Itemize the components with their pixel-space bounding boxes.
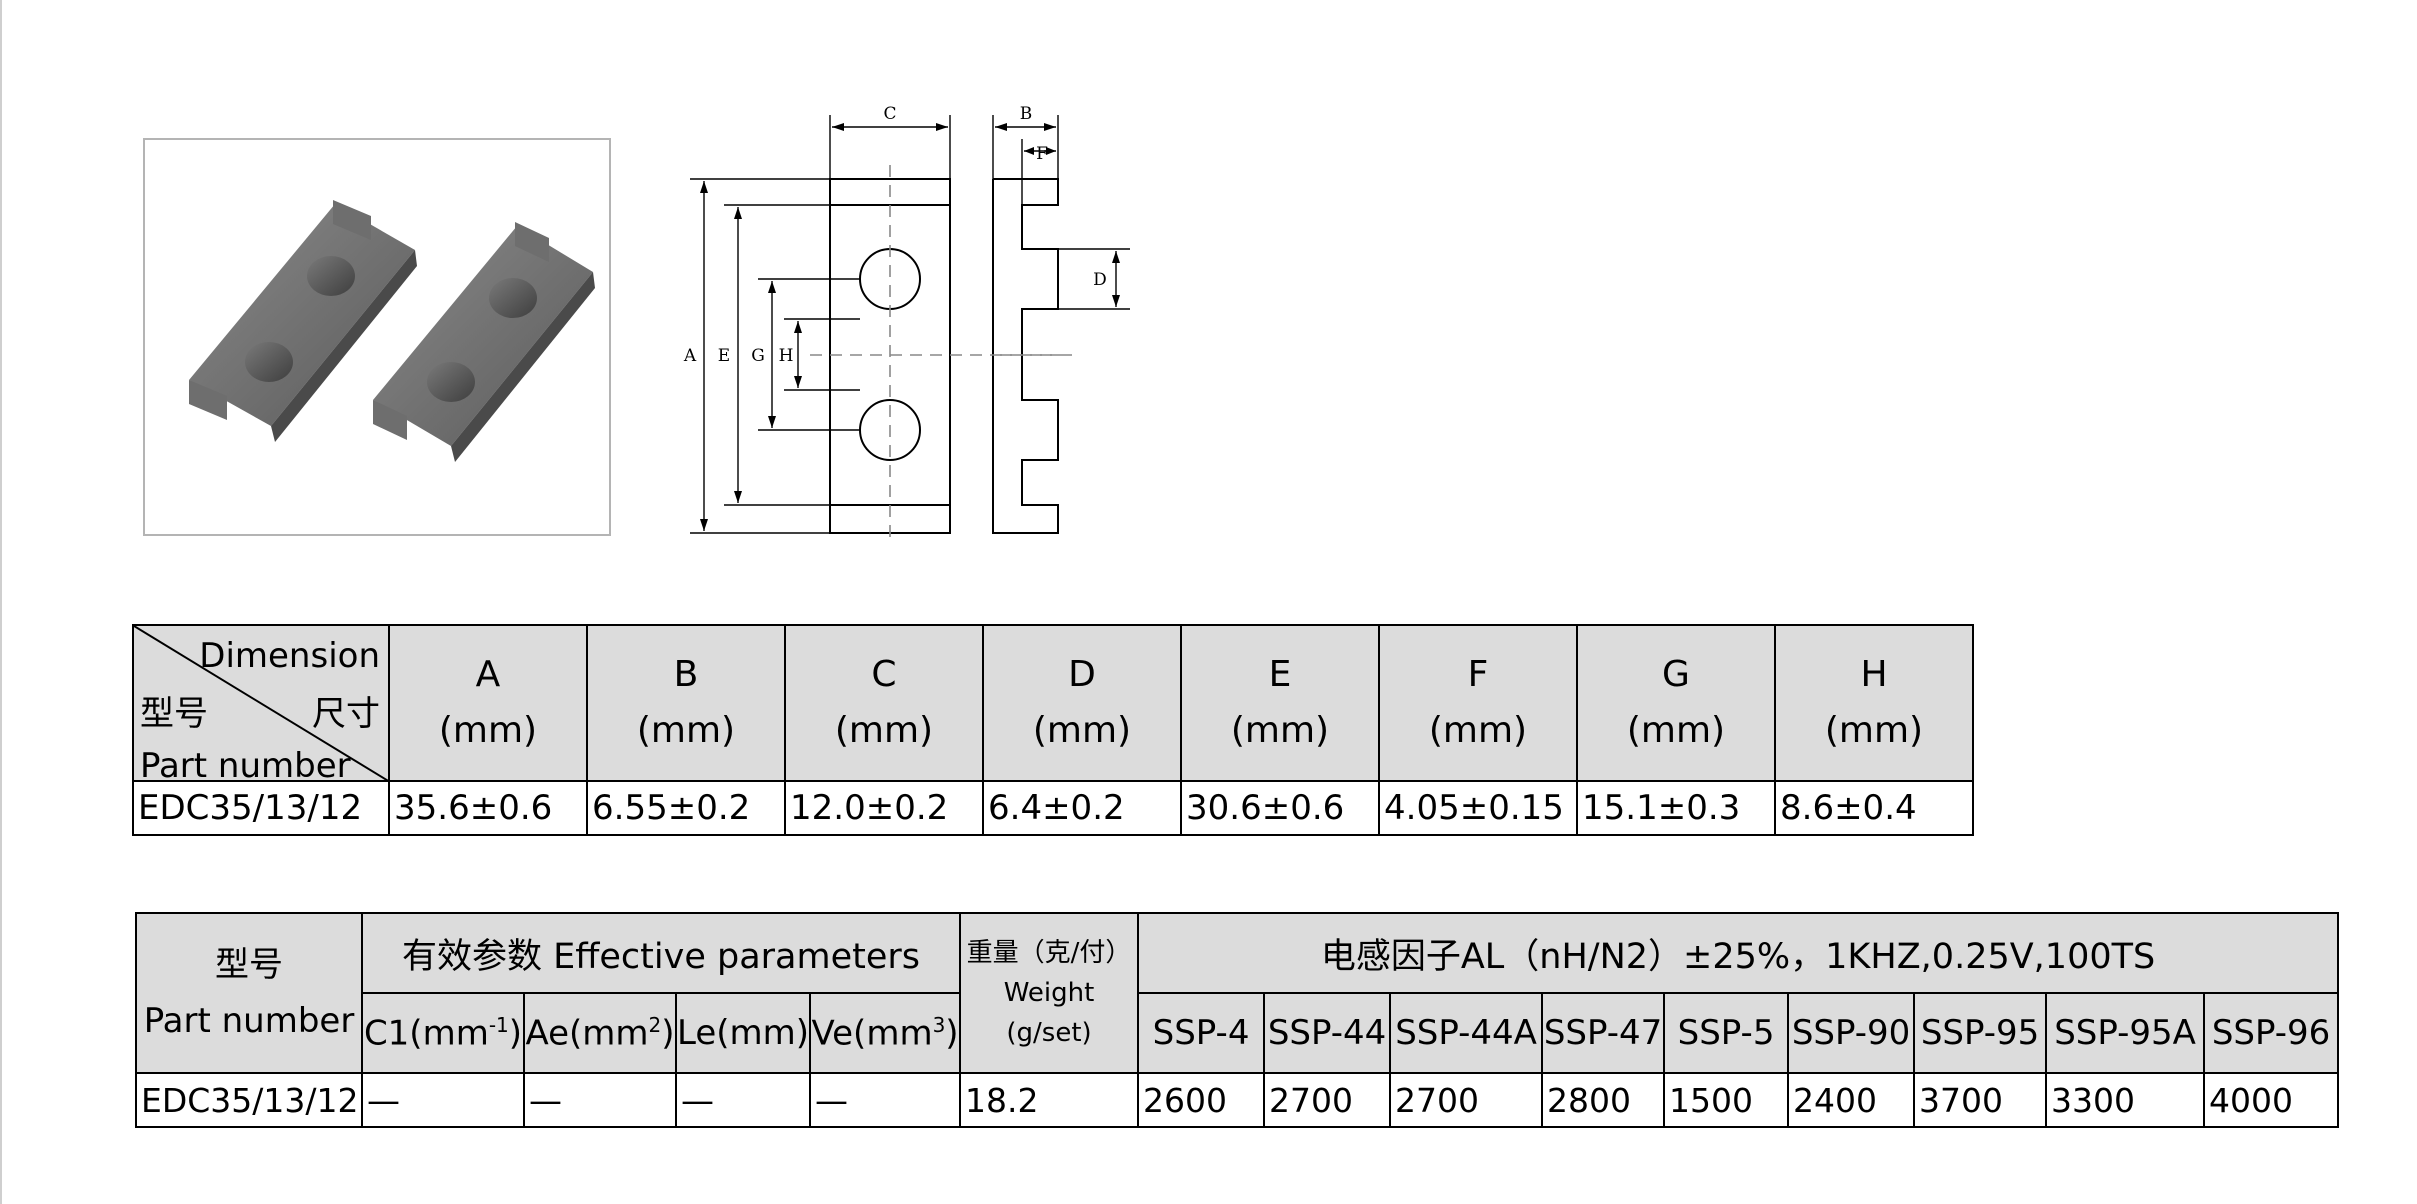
al-value-ssp-4: 2600 bbox=[1137, 1072, 1266, 1128]
column-unit: (mm) bbox=[636, 710, 736, 751]
parameter-table: 型号 Part number 有效参数 Effective parameters… bbox=[135, 912, 2340, 1128]
al-value-ssp-47: 2800 bbox=[1541, 1072, 1666, 1128]
part-number-cell: EDC35/13/12 bbox=[132, 780, 390, 836]
value-cell-A: 35.6±0.6 bbox=[388, 780, 588, 836]
column-header-E: E (mm) bbox=[1180, 624, 1380, 782]
weight-header: 重量（克/付） Weight (g/set) bbox=[959, 912, 1140, 1074]
effective-col-le: Le(mm) bbox=[674, 992, 812, 1074]
column-letter: A bbox=[475, 654, 501, 695]
column-unit: (mm) bbox=[1032, 710, 1132, 751]
part-number-header: 型号 Part number bbox=[135, 912, 363, 1074]
label-G: G bbox=[751, 346, 765, 366]
al-value-ssp-5: 1500 bbox=[1663, 1072, 1790, 1128]
al-value-ssp-44: 2700 bbox=[1263, 1072, 1392, 1128]
material-col-ssp-4: SSP-4 bbox=[1137, 992, 1266, 1074]
material-col-ssp-95a: SSP-95A bbox=[2045, 992, 2206, 1074]
material-col-ssp-95: SSP-95 bbox=[1913, 992, 2048, 1074]
column-letter: C bbox=[871, 654, 897, 695]
corner-part-number: Part number bbox=[140, 746, 351, 786]
column-unit: (mm) bbox=[438, 710, 538, 751]
column-letter: H bbox=[1860, 654, 1888, 695]
weight-header-unit: (g/set) bbox=[1006, 1018, 1092, 1048]
column-letter: G bbox=[1662, 654, 1690, 695]
material-col-ssp-44a: SSP-44A bbox=[1389, 992, 1544, 1074]
column-unit: (mm) bbox=[834, 710, 934, 751]
part-number-header-en: Part number bbox=[143, 1001, 355, 1041]
column-header-B: B (mm) bbox=[586, 624, 786, 782]
al-value-ssp-96: 4000 bbox=[2203, 1072, 2340, 1128]
material-col-ssp-47: SSP-47 bbox=[1541, 992, 1666, 1074]
column-header-C: C (mm) bbox=[784, 624, 984, 782]
corner-model-zh: 型号 bbox=[140, 694, 208, 734]
column-unit: (mm) bbox=[1824, 710, 1924, 751]
effective-value-c1: — bbox=[361, 1072, 525, 1128]
label-A: A bbox=[683, 346, 697, 366]
product-photo bbox=[143, 138, 611, 536]
column-letter: E bbox=[1268, 654, 1292, 695]
al-value-ssp-95: 3700 bbox=[1913, 1072, 2048, 1128]
al-value-ssp-44a: 2700 bbox=[1389, 1072, 1544, 1128]
column-unit: (mm) bbox=[1230, 710, 1330, 751]
label-E: E bbox=[718, 346, 730, 366]
inductance-factor-header: 电感因子AL（nH/N2）±25%，1KHZ,0.25V,100TS bbox=[1137, 912, 2340, 994]
column-header-H: H (mm) bbox=[1774, 624, 1974, 782]
material-col-ssp-90: SSP-90 bbox=[1787, 992, 1916, 1074]
page-left-border bbox=[0, 0, 2, 1204]
value-cell-F: 4.05±0.15 bbox=[1378, 780, 1578, 836]
effective-value-ae: — bbox=[523, 1072, 677, 1128]
al-value-ssp-90: 2400 bbox=[1787, 1072, 1916, 1128]
column-letter: B bbox=[673, 654, 699, 695]
corner-diagonal bbox=[134, 626, 390, 782]
column-letter: F bbox=[1467, 654, 1489, 695]
value-cell-C: 12.0±0.2 bbox=[784, 780, 984, 836]
effective-col-ve: Ve(mm3) bbox=[809, 992, 962, 1074]
dimension-corner-cell: Dimension 型号 尺寸 Part number bbox=[132, 624, 390, 786]
value-cell-E: 30.6±0.6 bbox=[1180, 780, 1380, 836]
value-cell-B: 6.55±0.2 bbox=[586, 780, 786, 836]
value-cell-D: 6.4±0.2 bbox=[982, 780, 1182, 836]
effective-col-c1: C1(mm-1) bbox=[361, 992, 525, 1074]
effective-value-ve: — bbox=[809, 1072, 962, 1128]
weight-header-zh: 重量（克/付） bbox=[966, 938, 1132, 968]
dimension-table: Dimension 型号 尺寸 Part number A(mm) B(mm) … bbox=[132, 624, 1974, 836]
column-header-G: G (mm) bbox=[1576, 624, 1776, 782]
corner-dimension-label: Dimension bbox=[199, 636, 380, 676]
effective-value-le: — bbox=[674, 1072, 812, 1128]
column-header-F: F (mm) bbox=[1378, 624, 1578, 782]
material-col-ssp-44: SSP-44 bbox=[1263, 992, 1392, 1074]
weight-header-en: Weight bbox=[1003, 978, 1095, 1008]
ferrite-core-right bbox=[373, 222, 595, 462]
weight-value: 18.2 bbox=[959, 1072, 1140, 1128]
side-view-outline bbox=[992, 178, 1059, 534]
material-col-ssp-5: SSP-5 bbox=[1663, 992, 1790, 1074]
table-row: EDC35/13/12 35.6±0.6 6.55±0.2 12.0±0.2 6… bbox=[132, 780, 1974, 836]
effective-col-ae: Ae(mm2) bbox=[523, 992, 677, 1074]
effective-parameters-header: 有效参数 Effective parameters bbox=[360, 912, 962, 994]
part-number-header-zh: 型号 bbox=[215, 945, 283, 985]
al-value-ssp-95a: 3300 bbox=[2045, 1072, 2206, 1128]
column-header-D: D (mm) bbox=[982, 624, 1182, 782]
material-col-ssp-96: SSP-96 bbox=[2203, 992, 2340, 1074]
label-B: B bbox=[1020, 104, 1033, 124]
label-H: H bbox=[779, 346, 794, 366]
label-F: F bbox=[1036, 144, 1048, 164]
value-cell-G: 15.1±0.3 bbox=[1576, 780, 1776, 836]
value-cell-H: 8.6±0.4 bbox=[1774, 780, 1974, 836]
ferrite-core-left bbox=[189, 200, 417, 442]
column-header-A: A (mm) bbox=[388, 624, 588, 782]
column-unit: (mm) bbox=[1626, 710, 1726, 751]
dimension-drawing: A E G H C B F D bbox=[683, 104, 1130, 545]
label-D: D bbox=[1093, 270, 1107, 290]
column-unit: (mm) bbox=[1428, 710, 1528, 751]
center-post-top bbox=[859, 248, 921, 310]
part-number-cell: EDC35/13/12 bbox=[135, 1072, 363, 1128]
column-letter: D bbox=[1068, 654, 1096, 695]
corner-size-zh: 尺寸 bbox=[312, 694, 380, 734]
label-C: C bbox=[883, 104, 896, 124]
table-row: EDC35/13/12 — — — — 18.2 2600 2700 2700 … bbox=[135, 1072, 2340, 1128]
